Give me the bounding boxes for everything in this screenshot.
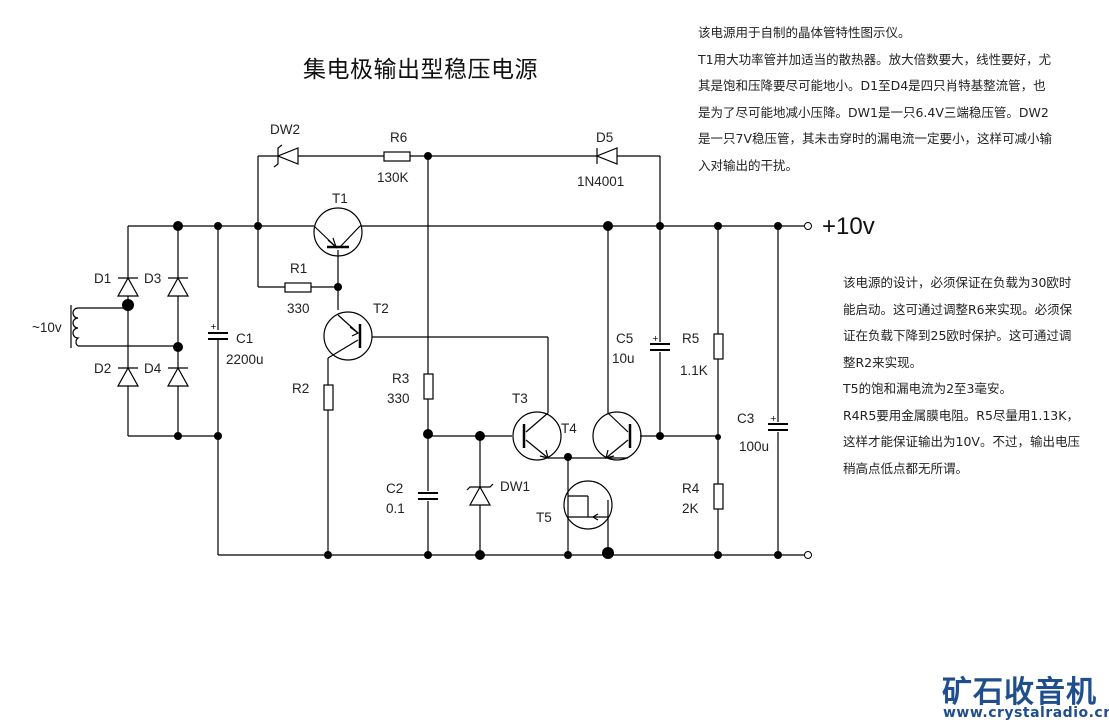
label-dw1: DW1 [500, 479, 530, 494]
label-r3: R3 [392, 371, 409, 386]
note-line: 整R2来实现。 [843, 354, 923, 370]
label-c2: C2 [386, 481, 403, 496]
transformer-icon [70, 305, 80, 348]
label-output: +10v [822, 213, 875, 240]
capacitor-c3-icon: + [767, 414, 789, 432]
label-t2: T2 [373, 301, 389, 316]
label-r5: R5 [682, 331, 699, 346]
note-line: 入对输出的干扰。 [698, 157, 799, 173]
svg-text:+: + [652, 334, 659, 343]
note-line: 这样才能保证输出为10V。不过，输出电压 [843, 434, 1080, 449]
resistor-r3-icon [423, 373, 434, 400]
diode-d2-icon [116, 366, 140, 387]
note-line: R4R5要用金属膜电阻。R5尽量用1.13K， [843, 407, 1079, 423]
label-c2-value: 0.1 [386, 501, 405, 516]
transistor-t5-icon [563, 480, 613, 530]
transistor-t3-icon [512, 411, 562, 461]
label-c3: C3 [737, 411, 754, 426]
label-c5-value: 10u [612, 351, 635, 366]
wires [78, 155, 805, 556]
diode-d4-icon [166, 366, 190, 387]
svg-text:+: + [770, 414, 777, 423]
label-input: ~10v [32, 320, 62, 335]
resistor-r6-icon [383, 151, 411, 162]
svg-text:+: + [210, 322, 217, 331]
junction-dots [122, 152, 782, 560]
zener-dw2-icon [273, 144, 299, 168]
label-dw2: DW2 [270, 122, 300, 137]
label-r6-value: 130K [377, 170, 409, 185]
label-t1: T1 [332, 191, 348, 206]
output-terminal-negative [804, 551, 812, 559]
label-r1: R1 [290, 261, 307, 276]
capacitor-c1-icon: + [207, 322, 229, 340]
label-d5: D5 [596, 130, 613, 145]
description-notes-top: 该电源用于自制的晶体管特性图示仪。 T1用大功率管并加适当的散热器。放大倍数要大… [698, 20, 1093, 179]
note-line: 是为了尽可能地减小压降。DW1是一只6.4V三端稳压管。DW2 [698, 104, 1049, 120]
resistor-r1-icon [284, 282, 312, 293]
diode-d3-icon [166, 276, 190, 297]
transistor-t4-icon [592, 411, 642, 461]
site-logo: 矿石收音机 [942, 675, 1097, 710]
label-t5: T5 [536, 510, 552, 525]
transistor-t2-icon [323, 311, 373, 361]
capacitor-c5-icon: + [649, 334, 671, 352]
transistor-t1-icon [313, 207, 363, 257]
description-notes-right: 该电源的设计，必须保证在负载为30欧时 能启动。这可通过调整R6来实现。必须保 … [843, 270, 1105, 482]
diode-d1-icon [116, 276, 140, 297]
label-t4: T4 [561, 421, 577, 436]
label-c3-value: 100u [739, 439, 769, 454]
note-line: 稍高点低点都无所谓。 [843, 460, 969, 476]
label-d3: D3 [144, 271, 161, 286]
capacitor-c2-icon [417, 491, 439, 501]
page-title: 集电极输出型稳压电源 [303, 57, 538, 83]
label-d4: D4 [144, 361, 162, 376]
note-line: T5的饱和漏电流为2至3毫安。 [843, 381, 1012, 396]
note-line: 能启动。这可通过调整R6来实现。必须保 [843, 301, 1073, 317]
label-r6: R6 [390, 130, 407, 145]
label-d1: D1 [94, 271, 111, 286]
label-r4: R4 [682, 481, 700, 496]
site-url: www.crystalradio.cn [943, 705, 1109, 721]
zener-dw1-icon [466, 483, 494, 506]
note-line: 该电源用于自制的晶体管特性图示仪。 [698, 25, 911, 40]
diode-d5-icon [595, 147, 618, 165]
label-r1-value: 330 [287, 301, 310, 316]
note-line: T1用大功率管并加适当的散热器。放大倍数要大，线性要好，尤 [698, 51, 1052, 67]
label-c1: C1 [236, 331, 253, 346]
resistor-r4-icon [713, 483, 724, 510]
resistor-r5-icon [713, 333, 724, 360]
output-terminal-positive [804, 222, 812, 230]
label-r5-value: 1.1K [680, 363, 708, 378]
label-t3: T3 [512, 391, 528, 406]
label-d2: D2 [94, 361, 111, 376]
label-c5: C5 [616, 331, 633, 346]
resistor-r2-icon [323, 384, 334, 411]
note-line: 其是饱和压降要尽可能地小。D1至D4是四只肖特基整流管，也 [698, 78, 1046, 93]
label-r2: R2 [292, 381, 309, 396]
note-line: 该电源的设计，必须保证在负载为30欧时 [843, 275, 1072, 290]
label-r4-value: 2K [682, 501, 699, 516]
label-r3-value: 330 [387, 391, 410, 406]
label-c1-value: 2200u [226, 352, 264, 367]
note-line: 证在负载下降到25欧时保护。这可通过调 [843, 328, 1072, 343]
note-line: 是一只7V稳压管，其未击穿时的漏电流一定要小，这样可减小输 [698, 131, 1053, 146]
label-d5-value: 1N4001 [577, 174, 624, 189]
